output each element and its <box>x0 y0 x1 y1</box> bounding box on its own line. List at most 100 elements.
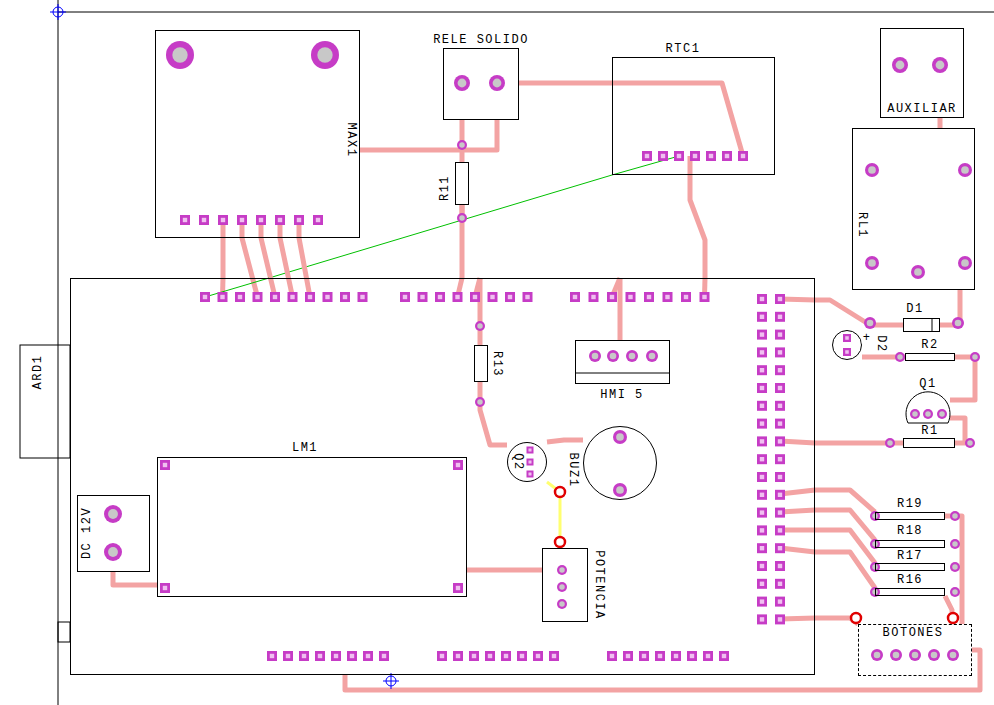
pad-hole <box>952 541 958 547</box>
diode-band <box>932 318 933 332</box>
pad-hole <box>760 439 764 443</box>
pad-hole <box>778 528 782 532</box>
component-label: ARD1 <box>33 354 44 391</box>
via-pad <box>555 487 565 497</box>
pad-hole <box>760 493 764 497</box>
pad-hole <box>709 154 713 158</box>
round-pad <box>958 256 972 270</box>
outline-circle <box>833 331 862 360</box>
pad-hole <box>760 582 764 586</box>
pad-hole <box>936 61 945 70</box>
square-pad <box>256 215 266 225</box>
pad-hole <box>778 546 782 550</box>
copper-trace <box>360 120 497 150</box>
round-pad <box>950 562 960 572</box>
pad-hole <box>382 654 386 658</box>
square-pad <box>775 490 785 500</box>
round-pad <box>613 430 627 444</box>
round-pad <box>454 75 470 91</box>
outline-circle <box>508 443 547 482</box>
pad-hole <box>317 47 332 62</box>
via-pad <box>948 613 958 623</box>
round-pad <box>958 163 972 177</box>
square-pad <box>527 447 534 454</box>
pad-hole <box>456 654 460 658</box>
component-label: Q1 <box>918 379 937 390</box>
pad-hole <box>528 460 531 463</box>
pad-group <box>104 41 980 661</box>
square-pad <box>775 614 785 624</box>
square-pad <box>775 294 785 304</box>
square-pad <box>738 151 748 161</box>
round-pad <box>489 75 505 91</box>
square-pad <box>485 651 495 661</box>
square-pad <box>315 651 325 661</box>
pad-hole <box>610 295 614 299</box>
pad-hole <box>490 295 494 299</box>
pad-hole <box>760 368 764 372</box>
square-pad <box>470 292 480 302</box>
square-pad <box>757 614 767 624</box>
square-pad <box>775 579 785 589</box>
pad-hole <box>778 582 782 586</box>
square-pad <box>757 294 767 304</box>
connector-header: BOTONES <box>858 624 972 676</box>
pad-hole <box>658 654 662 658</box>
jack-outline <box>58 622 70 642</box>
square-pad <box>775 419 785 429</box>
origin-crosshair <box>50 4 66 20</box>
pad-hole <box>914 268 922 276</box>
pad-hole <box>108 509 118 519</box>
square-pad <box>757 508 767 518</box>
round-pad <box>950 587 960 597</box>
pad-hole <box>202 218 206 222</box>
square-pad <box>488 292 498 302</box>
square-pad <box>160 460 170 470</box>
square-pad <box>607 651 617 661</box>
pad-hole <box>760 315 764 319</box>
square-pad <box>437 651 447 661</box>
pad-hole <box>456 586 460 590</box>
pad-hole <box>778 599 782 603</box>
resistor-symbol: R1 <box>903 438 955 448</box>
square-pad <box>775 330 785 340</box>
led-symbol: D2 <box>832 330 862 360</box>
copper-trace <box>467 568 542 573</box>
square-pad <box>527 459 534 466</box>
pad-hole <box>318 654 322 658</box>
square-pad <box>400 292 410 302</box>
pad-hole <box>203 295 207 299</box>
square-pad <box>283 651 293 661</box>
component-label: D1 <box>905 304 924 315</box>
pad-hole <box>559 567 565 573</box>
pad-hole <box>912 652 919 659</box>
square-pad <box>775 383 785 393</box>
pad-hole <box>610 654 614 658</box>
pad-hole <box>778 493 782 497</box>
square-pad <box>453 583 463 593</box>
crosshair-line <box>391 673 392 689</box>
pad-hole <box>778 510 782 514</box>
pad-hole <box>108 547 118 557</box>
square-pad <box>757 543 767 553</box>
round-pad <box>457 213 467 223</box>
round-pad <box>865 163 879 177</box>
square-pad <box>623 651 633 661</box>
pad-hole <box>610 353 617 360</box>
pad-hole <box>760 332 764 336</box>
square-pad <box>453 460 463 470</box>
square-pad <box>687 651 697 661</box>
pad-hole <box>897 354 903 360</box>
pad-hole <box>778 421 782 425</box>
copper-trace <box>780 441 815 443</box>
copper-trace <box>780 528 815 533</box>
square-pad <box>775 561 785 571</box>
copper-trace <box>815 300 903 325</box>
square-pad <box>757 419 767 429</box>
pad-hole <box>961 166 969 174</box>
pad-hole <box>760 475 764 479</box>
pad-hole <box>477 399 483 405</box>
module-outline: LM1 <box>157 457 467 597</box>
round-pad <box>937 409 947 419</box>
pad-hole <box>778 386 782 390</box>
